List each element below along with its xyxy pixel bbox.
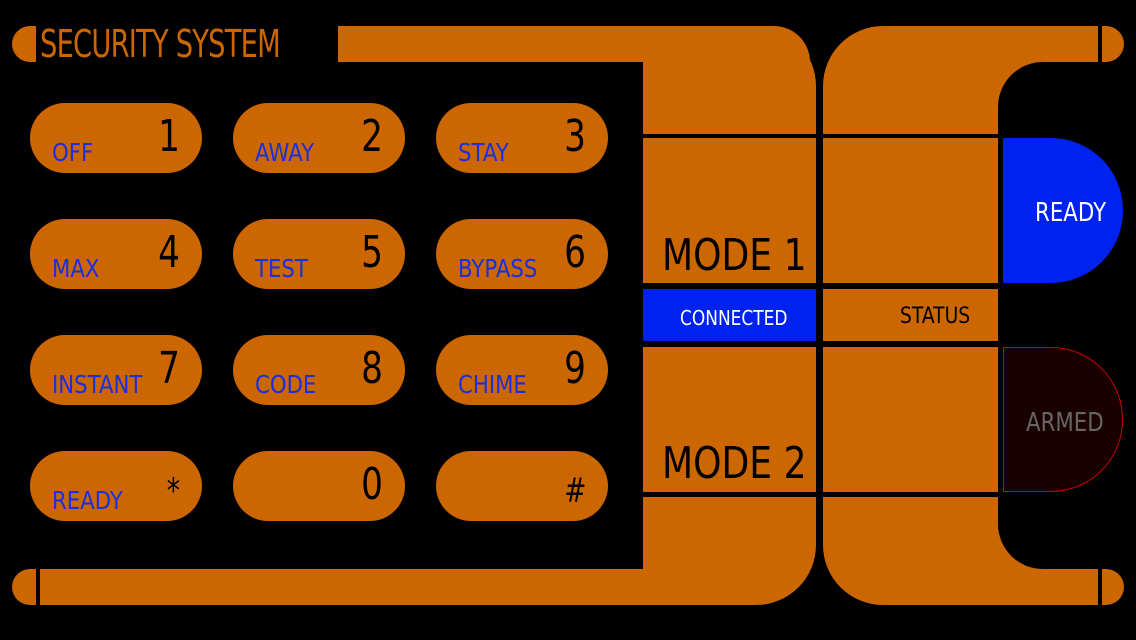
key-digit: 6 <box>564 227 586 278</box>
key-label: BYPASS <box>458 254 538 283</box>
armed-indicator <box>1003 347 1123 492</box>
elbow-bottom-right-inner <box>998 490 1100 569</box>
status-bottom-cell <box>823 347 998 492</box>
connected-indicator <box>643 289 816 341</box>
top-left-cap <box>12 26 36 62</box>
mode1-label: MODE 1 <box>662 230 807 281</box>
elbow-top-right-inner <box>998 62 1100 142</box>
key-digit: 5 <box>361 227 383 278</box>
page-title: SECURITY SYSTEM <box>40 22 281 66</box>
armed-indicator-label: ARMED <box>1026 408 1104 438</box>
key-label: AWAY <box>255 138 315 167</box>
key-max-4[interactable]: MAX 4 <box>30 219 202 289</box>
key-stay-3[interactable]: STAY 3 <box>436 103 608 173</box>
key-label: TEST <box>255 254 308 283</box>
status-top-cell <box>823 138 998 283</box>
ready-indicator-label: READY <box>1035 198 1107 228</box>
key-digit: 2 <box>361 111 383 162</box>
key-label: INSTANT <box>52 370 143 399</box>
key-label: CODE <box>255 370 317 399</box>
status-label: STATUS <box>900 304 971 329</box>
key-bypass-6[interactable]: BYPASS 6 <box>436 219 608 289</box>
elbow-inner <box>600 62 643 134</box>
ready-indicator <box>1003 138 1123 283</box>
key-ready-star[interactable]: READY * <box>30 451 202 521</box>
key-digit: # <box>563 471 586 511</box>
elbow-bottom-inner <box>600 497 643 569</box>
key-code-8[interactable]: CODE 8 <box>233 335 405 405</box>
mode2-label: MODE 2 <box>662 438 807 489</box>
key-hash[interactable]: # <box>436 451 608 521</box>
mode2-cell[interactable] <box>643 347 816 492</box>
key-label: STAY <box>458 138 509 167</box>
status-cell <box>823 289 998 341</box>
key-off-1[interactable]: OFF 1 <box>30 103 202 173</box>
bottom-left-cap <box>12 569 36 605</box>
top-right-cap <box>1102 26 1124 62</box>
key-test-5[interactable]: TEST 5 <box>233 219 405 289</box>
key-instant-7[interactable]: INSTANT 7 <box>30 335 202 405</box>
key-away-2[interactable]: AWAY 2 <box>233 103 405 173</box>
bottom-right-cap <box>1102 569 1124 605</box>
key-digit: * <box>166 471 180 511</box>
key-0[interactable]: 0 <box>233 451 405 521</box>
key-label: MAX <box>52 254 100 283</box>
key-digit: 3 <box>564 111 586 162</box>
key-digit: 0 <box>361 459 383 510</box>
key-chime-9[interactable]: CHIME 9 <box>436 335 608 405</box>
elbow-top-left <box>643 26 816 134</box>
connected-label: CONNECTED <box>680 306 788 330</box>
key-digit: 8 <box>361 343 383 394</box>
key-digit: 4 <box>158 227 180 278</box>
key-label: OFF <box>52 138 94 167</box>
bottom-bar <box>40 569 650 605</box>
key-digit: 1 <box>158 111 180 162</box>
key-digit: 9 <box>564 343 586 394</box>
key-label: CHIME <box>458 370 527 399</box>
key-digit: 7 <box>158 343 180 394</box>
elbow-bottom-left <box>643 497 816 605</box>
key-label: READY <box>52 486 123 515</box>
mode1-cell[interactable] <box>643 138 816 283</box>
